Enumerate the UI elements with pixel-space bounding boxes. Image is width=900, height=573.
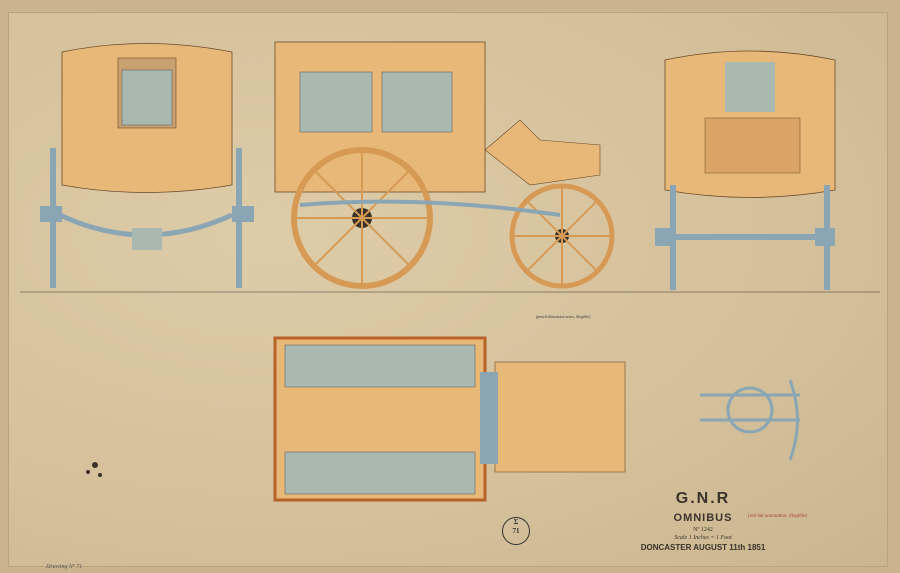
drawing-number: Nº 1242 (693, 527, 713, 533)
drawing-no-label: Drawing Nº 71 (46, 564, 83, 570)
wheel-detail (700, 379, 800, 461)
drawing-sheet: (pencil dimension notes, illegible) G.N.… (8, 12, 888, 570)
title-block: G.N.R OMNIBUS Nº 1242 Scale 1 Inches = 1… (628, 490, 778, 552)
scale-label: Scale 1 Inches = 1 Foot (674, 535, 732, 541)
red-annotation: (red ink annotation, illegible) (748, 514, 807, 519)
front-elevation (655, 50, 836, 290)
company-name: G.N.R (675, 490, 731, 507)
place-date: DONCASTER AUGUST 11th 1851 (640, 543, 766, 552)
side-elevation (274, 41, 615, 289)
rear-elevation (40, 43, 254, 288)
vehicle-name: OMNIBUS (673, 512, 733, 524)
dimension-notes: (pencil dimension notes, illegible) (536, 314, 591, 319)
plan-view (273, 336, 626, 502)
technical-drawing (20, 41, 880, 502)
